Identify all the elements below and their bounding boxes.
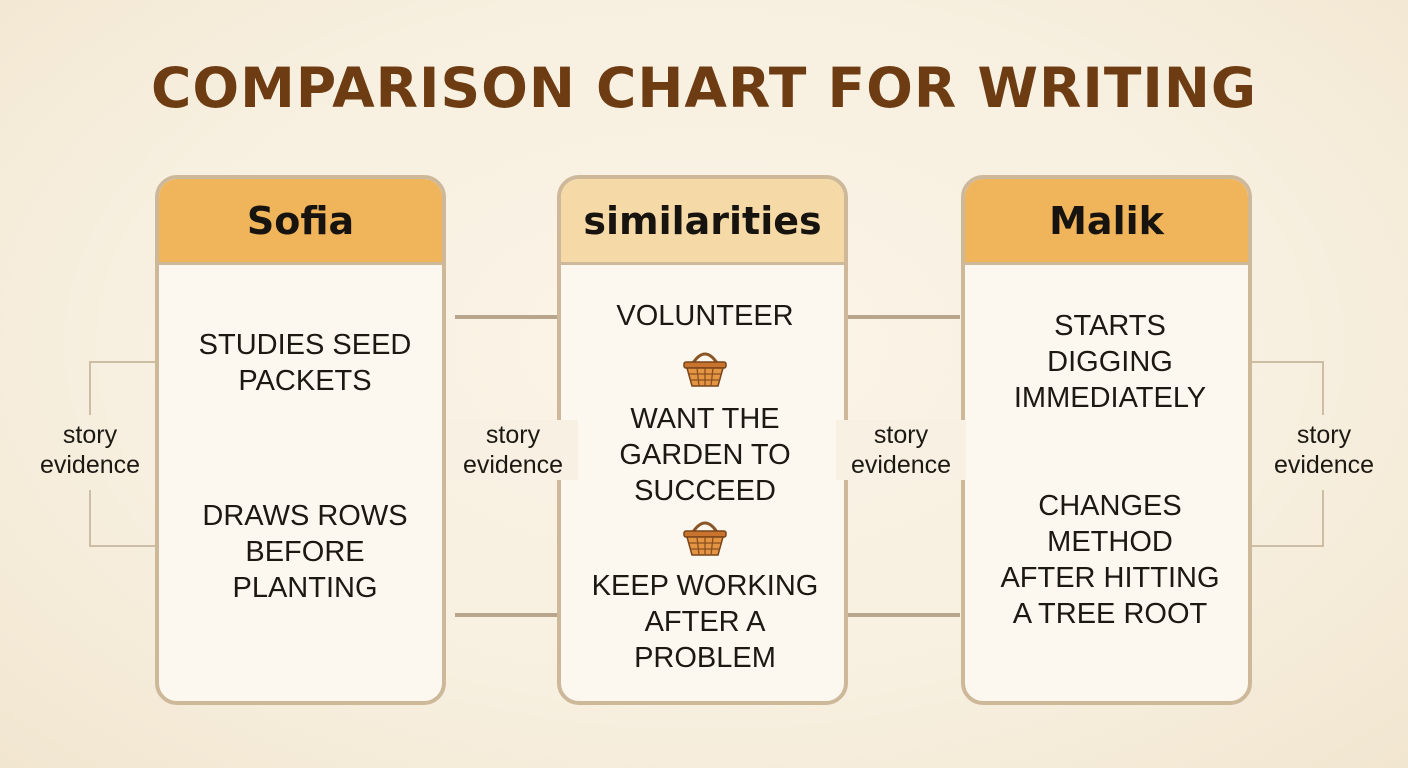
sofia-trait-1: STUDIES SEED PACKETS	[198, 329, 412, 397]
right-evidence-bracket	[1226, 361, 1324, 547]
malik-column: Malik	[961, 175, 1252, 705]
malik-header: Malik	[965, 179, 1248, 265]
evidence-label-middle-left: story evidence	[448, 420, 578, 480]
sofia-column: Sofia	[155, 175, 446, 705]
malik-trait-2: CHANGES METHOD AFTER HITTING A TREE ROOT	[1000, 490, 1220, 630]
similarity-2: WANT THE GARDEN TO SUCCEED	[619, 403, 791, 507]
page-title: COMPARISON CHART FOR WRITING	[150, 56, 1257, 120]
malik-trait-1: STARTS DIGGING IMMEDIATELY	[1013, 310, 1207, 414]
basket-icon	[683, 521, 727, 556]
basket-icon	[683, 352, 727, 387]
similarities-header: similarities	[561, 179, 844, 265]
evidence-label-middle-right: story evidence	[836, 420, 966, 480]
similarity-3: KEEP WORKING AFTER A PROBLEM	[591, 570, 819, 674]
sofia-header: Sofia	[159, 179, 442, 265]
similarity-1: VOLUNTEER	[616, 300, 794, 332]
evidence-label-sofia: story evidence	[39, 421, 141, 479]
similarities-column: similarities	[557, 175, 848, 705]
evidence-label-malik: story evidence	[1273, 421, 1375, 479]
sofia-trait-2: DRAWS ROWS BEFORE PLANTING	[202, 500, 408, 604]
